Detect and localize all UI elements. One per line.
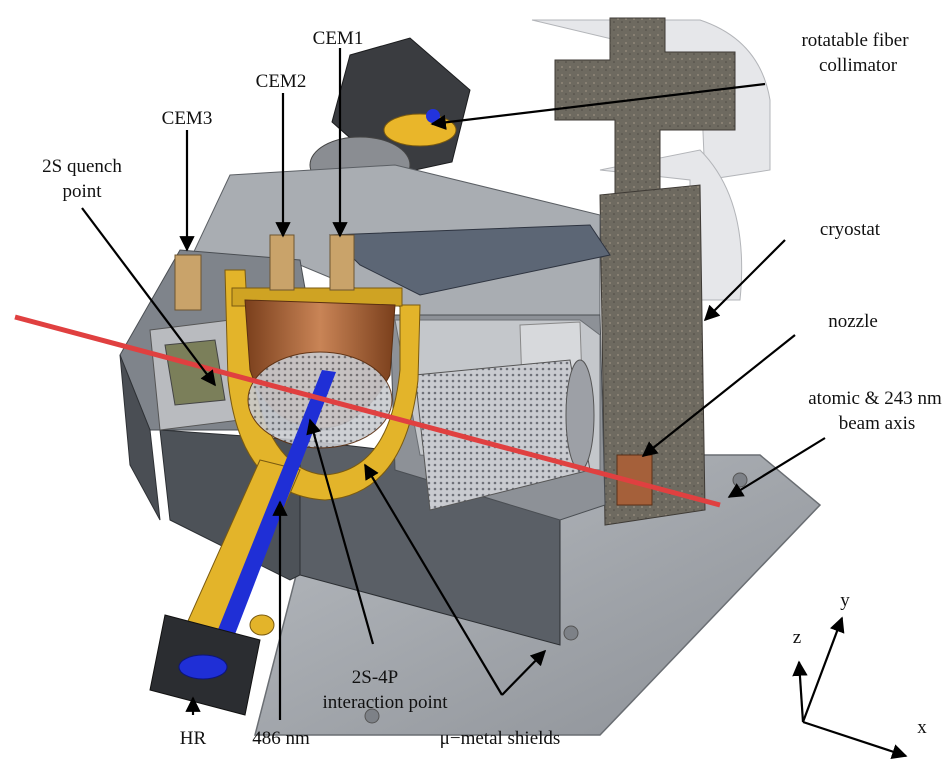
laser-beam-486nm (205, 370, 336, 668)
cryostat-column (599, 184, 706, 526)
axis-y-arrow (801, 616, 845, 723)
label-beam-axis-line2: beam axis (839, 413, 916, 434)
arrow-shield-2 (501, 649, 547, 696)
label-cem3: CEM3 (162, 108, 213, 129)
collimator-ring (383, 113, 457, 147)
cem3-tube (174, 254, 202, 311)
label-486nm: 486 nm (252, 728, 310, 749)
label-nozzle: nozzle (828, 311, 878, 332)
lever-arm (328, 224, 611, 296)
label-fiber-collimator-line1: rotatable fiber (801, 30, 909, 51)
label-cem1: CEM1 (313, 28, 364, 49)
axis-x-arrow (802, 720, 908, 759)
atomic-beam-axis (14, 314, 721, 508)
plate-bolt (732, 472, 748, 488)
axis-z-arrow (792, 660, 808, 723)
label-interaction-point-line1: 2S-4P (352, 667, 398, 688)
arrow-beam-axis (727, 437, 826, 498)
label-cryostat: cryostat (820, 219, 881, 240)
cem1-tube (329, 234, 355, 291)
collimator-lens (426, 109, 440, 123)
label-hr: HR (180, 728, 207, 749)
label-axis-z: z (793, 627, 801, 648)
plate-bolt (563, 625, 579, 641)
label-mu-metal-shields: μ−metal shields (440, 728, 561, 749)
hr-mirror (178, 654, 228, 680)
arrow-fiber-collimator (430, 82, 766, 130)
plate-bolt (364, 708, 380, 724)
label-quench-point-line1: 2S quench (42, 156, 122, 177)
cem2-tube (269, 234, 295, 291)
label-fiber-collimator-line2: collimator (819, 55, 898, 76)
laser-arm-knob (249, 614, 275, 636)
label-quench-point-line2: point (62, 181, 102, 202)
label-interaction-point-line2: interaction point (322, 692, 448, 713)
quench-electrode (164, 339, 226, 406)
mesh-cylinder-end (565, 359, 595, 471)
arrow-cryostat (703, 239, 786, 322)
cryostat-shell-lower (599, 149, 743, 301)
label-axis-x: x (917, 717, 927, 738)
arrow-nozzle (641, 334, 796, 457)
arrow-quench-point (81, 207, 216, 387)
label-beam-axis-line1: atomic & 243 nm (808, 388, 942, 409)
arrow-interaction-point (306, 418, 375, 645)
label-cem2: CEM2 (256, 71, 307, 92)
label-axis-y: y (840, 590, 850, 611)
housing-front-left (119, 354, 161, 521)
arrow-shield-1 (364, 463, 503, 696)
